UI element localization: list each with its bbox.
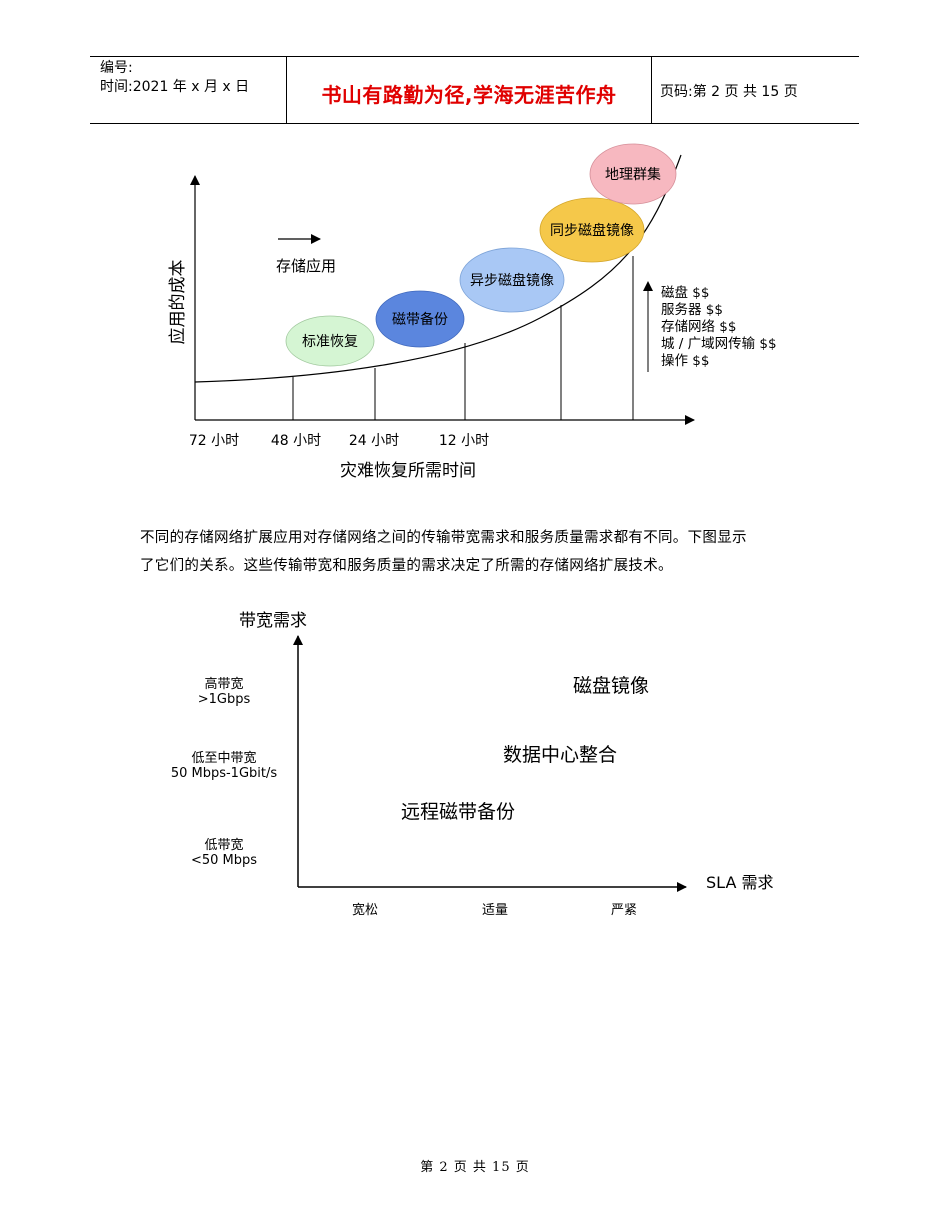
x-tick-12h: 12 小时 [439,433,489,449]
sla-axis-title: SLA 需求 [706,873,773,892]
bubble-geo-cluster-shape [589,143,677,205]
cost-item-storage-network: 存储网络 $$ [661,319,736,335]
bubble-async-mirror-shape [459,247,565,313]
bubble-sync-mirror: 同步磁盘镜像 [539,197,645,263]
item-datacenter-consolidation: 数据中心整合 [503,744,617,766]
document-number: 编号: [100,60,133,76]
bubble-sync-mirror-label: 同步磁盘镜像 [550,222,634,239]
bubble-standard-recovery-label: 标准恢复 [302,333,358,350]
x-tick-48h: 48 小时 [271,433,321,449]
bubble-standard-recovery: 标准恢复 [285,315,375,367]
header-motto: 书山有路勤为径,学海无涯苦作舟 [321,83,617,107]
page-footer: 第 2 页 共 15 页 [420,1160,530,1175]
document-time: 时间:2021 年 x 月 x 日 [100,79,250,95]
bubble-async-mirror: 异步磁盘镜像 [459,247,565,313]
cost-curve [194,154,682,383]
bandwidth-axis-title: 带宽需求 [239,611,307,631]
y-level-low-line2: <50 Mbps [191,853,257,868]
cost-items-list: 磁盘 $$ 服务器 $$ 存储网络 $$ 城 / 广域网传输 $$ 操作 $$ [661,284,777,369]
bubble-tape-backup-shape [375,290,465,348]
cost-item-server: 服务器 $$ [661,302,723,318]
paragraph-line-1: 不同的存储网络扩展应用对存储网络之间的传输带宽需求和服务质量需求都有不同。下图显… [140,530,747,546]
header-page-info: 页码:第 2 页 共 15 页 [660,84,798,100]
y-level-low-line1: 低带宽 [204,837,243,853]
cost-item-wan: 城 / 广域网传输 $$ [661,336,777,352]
paragraph-line-2: 了它们的关系。这些传输带宽和服务质量的需求决定了所需的存储网络扩展技术。 [140,558,673,574]
page-header: 编号: 时间:2021 年 x 月 x 日 书山有路勤为径,学海无涯苦作舟 页码… [90,56,859,124]
x-level-strict: 严紧 [611,903,637,918]
x-level-loose: 宽松 [352,902,378,918]
bubble-geo-cluster: 地理群集 [589,143,677,205]
y-level-mid-line1: 低至中带宽 [191,750,256,766]
bandwidth-sla-diagram: 带宽需求 SLA 需求 高带宽 >1Gbps 低至中带宽 50 Mbps-1Gb… [171,611,774,918]
y-level-high-line2: >1Gbps [198,692,251,707]
item-disk-mirror: 磁盘镜像 [573,675,649,697]
cost-axis-label: 应用的成本 [168,260,188,345]
bubble-sync-mirror-shape [539,197,645,263]
y-level-high-line1: 高带宽 [204,676,243,692]
body-paragraph: 不同的存储网络扩展应用对存储网络之间的传输带宽需求和服务质量需求都有不同。下图显… [140,524,820,580]
header-page-cell: 页码:第 2 页 共 15 页 [652,57,859,123]
time-axis-label: 灾难恢复所需时间 [340,461,476,481]
bubble-tape-backup-label: 磁带备份 [392,311,448,328]
storage-app-label: 存储应用 [276,257,336,275]
x-tick-72h: 72 小时 [189,433,239,449]
item-remote-tape-backup: 远程磁带备份 [401,801,515,823]
x-level-moderate: 适量 [482,903,508,918]
cost-item-operation: 操作 $$ [661,353,709,369]
header-meta-cell: 编号: 时间:2021 年 x 月 x 日 [90,57,287,123]
bubble-async-mirror-label: 异步磁盘镜像 [470,272,554,289]
bubble-tape-backup: 磁带备份 [375,290,465,348]
y-level-mid-line2: 50 Mbps-1Gbit/s [171,766,278,781]
recovery-cost-diagram: 存储应用 应用的成本 72 小时 48 小时 24 小时 12 小时 灾难恢复所… [168,143,777,481]
bubble-standard-recovery-shape [285,315,375,367]
cost-item-disk: 磁盘 $$ [661,284,709,301]
header-motto-cell: 书山有路勤为径,学海无涯苦作舟 [287,57,652,123]
bubble-geo-cluster-label: 地理群集 [605,166,661,183]
x-tick-24h: 24 小时 [349,433,399,449]
